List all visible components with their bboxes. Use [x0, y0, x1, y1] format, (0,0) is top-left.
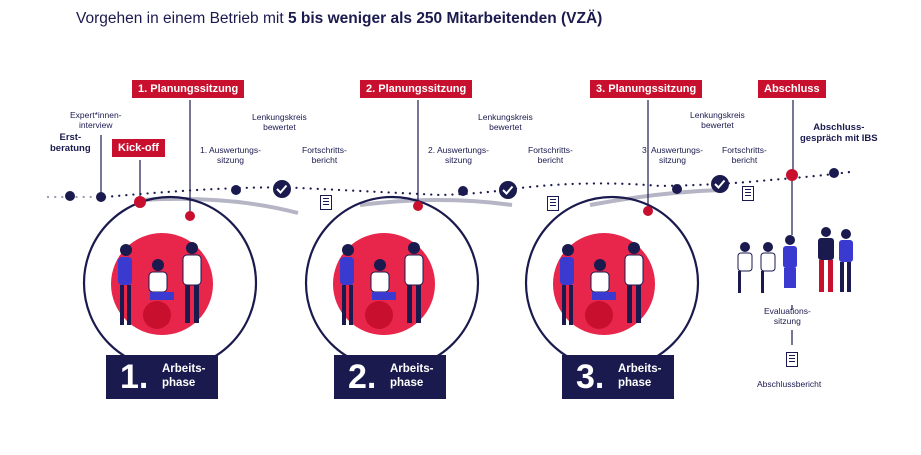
phase-box-3: 3. Arbeits- phase	[562, 355, 674, 399]
label-auswertung-2: 2. Auswertungs- sitzung	[428, 145, 489, 165]
phase-box-1: 1. Arbeits- phase	[106, 355, 218, 399]
tag-abschluss: Abschluss	[758, 80, 826, 98]
document-icon	[320, 195, 332, 210]
phase-arcs	[139, 188, 721, 215]
tag-planning-3: 3. Planungssitzung	[590, 80, 703, 98]
phase-label: Arbeits- phase	[162, 363, 206, 389]
check-icons	[273, 175, 729, 199]
label-auswertung-3: 3. Auswertungs- sitzung	[642, 145, 703, 165]
timeline-dots	[46, 170, 852, 199]
red-dots	[134, 169, 798, 221]
phase-box-2: 2. Arbeits- phase	[334, 355, 446, 399]
label-fortschritt-2: Fortschritts- bericht	[528, 145, 573, 165]
document-icon	[547, 196, 559, 211]
phase-label: Arbeits- phase	[390, 363, 434, 389]
label-abschlussgespraech: Abschluss- gespräch mit IBS	[800, 122, 878, 144]
label-lenkungskreis-1: Lenkungskreis bewertet	[252, 112, 307, 132]
people-illustrations	[118, 227, 853, 329]
phase-number: 3.	[576, 357, 605, 396]
phase-number: 1.	[120, 357, 149, 396]
tag-planning-1: 1. Planungssitzung	[132, 80, 245, 98]
tag-planning-2: 2. Planungssitzung	[360, 80, 473, 98]
milestone-dots	[65, 168, 839, 202]
label-lenkungskreis-2: Lenkungskreis bewertet	[478, 112, 533, 132]
phase-label: Arbeits- phase	[618, 363, 662, 389]
document-icon	[742, 186, 754, 201]
label-evaluationssitzung: Evaluations- sitzung	[764, 306, 811, 326]
label-fortschritt-3: Fortschritts- bericht	[722, 145, 767, 165]
page-title: Vorgehen in einem Betrieb mit 5 bis weni…	[76, 10, 603, 27]
label-auswertung-1: 1. Auswertungs- sitzung	[200, 145, 261, 165]
label-lenkungskreis-3: Lenkungskreis bewertet	[690, 110, 745, 130]
phase-number: 2.	[348, 357, 377, 396]
label-abschlussbericht: Abschlussbericht	[757, 379, 822, 389]
connector-lines	[100, 100, 794, 345]
label-expert-interview: Expert*innen- interview	[70, 110, 122, 130]
tag-kickoff: Kick-off	[112, 139, 165, 157]
label-erstberatung: Erst- beratung	[50, 132, 91, 154]
document-icon	[786, 352, 798, 367]
label-fortschritt-1: Fortschritts- bericht	[302, 145, 347, 165]
